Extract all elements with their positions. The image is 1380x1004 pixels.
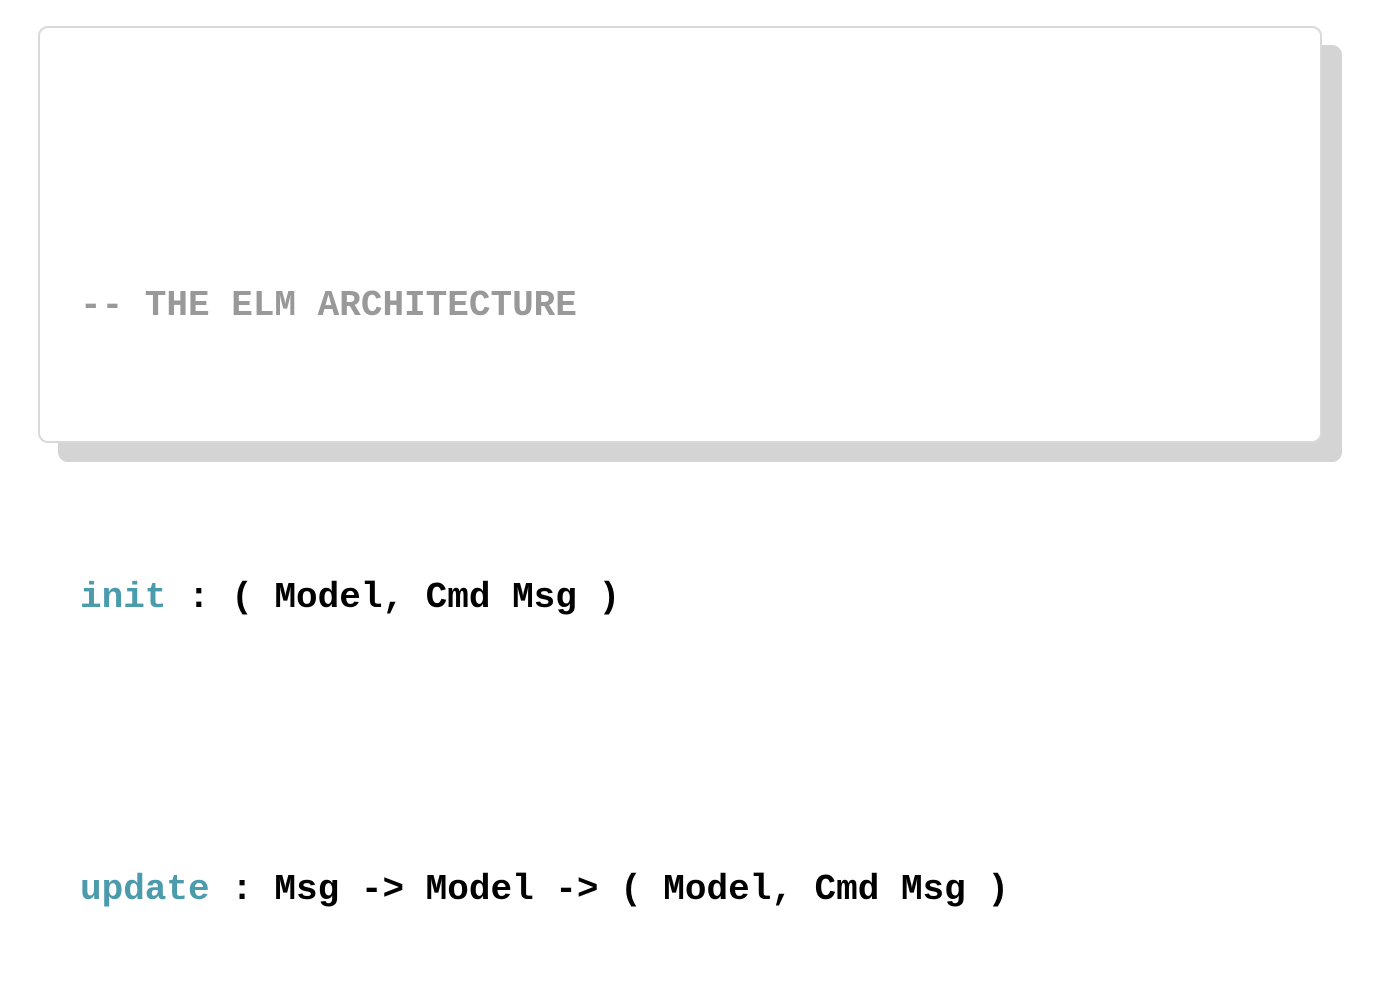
keyword-init: init — [80, 577, 167, 618]
signature-init: : ( Model, Cmd Msg ) — [166, 577, 621, 618]
code-block: -- THE ELM ARCHITECTURE init : ( Model, … — [80, 50, 1280, 1004]
elm-architecture-code-card: -- THE ELM ARCHITECTURE init : ( Model, … — [38, 26, 1322, 910]
signature-update: : Msg -> Model -> ( Model, Cmd Msg ) — [209, 869, 1009, 910]
code-comment-line: -- THE ELM ARCHITECTURE — [80, 269, 1280, 342]
code-line-update: update : Msg -> Model -> ( Model, Cmd Ms… — [80, 853, 1280, 926]
code-line-init: init : ( Model, Cmd Msg ) — [80, 561, 1280, 634]
code-comment: -- THE ELM ARCHITECTURE — [80, 285, 577, 326]
keyword-update: update — [80, 869, 210, 910]
